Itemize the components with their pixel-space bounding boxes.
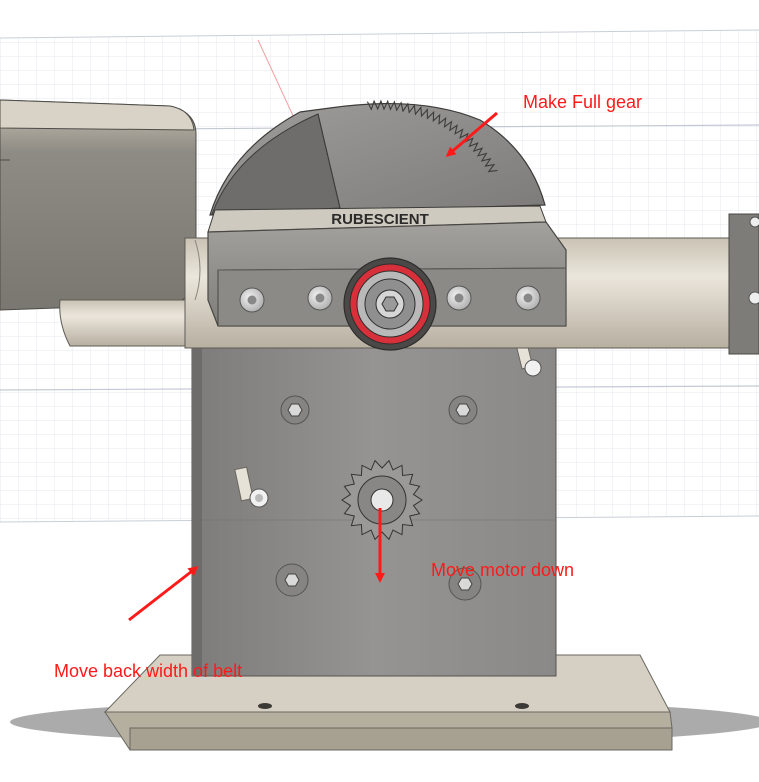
annotation-motor-down: Move motor down — [431, 560, 575, 580]
pinion-gear-icon[interactable] — [341, 459, 423, 541]
bolt-head-icon — [448, 567, 482, 601]
bolt-head-icon — [307, 285, 333, 311]
sector-gear[interactable] — [209, 99, 546, 216]
bolt-head-icon — [515, 285, 541, 311]
annotation-back-belt: Move back width of belt — [54, 661, 243, 681]
body-bolts — [275, 395, 482, 601]
bolt-head-icon — [280, 395, 310, 425]
base-hole — [258, 703, 272, 709]
standoff-pin-left — [234, 466, 269, 508]
bearing-icon[interactable] — [343, 257, 437, 351]
standoff-pin-right — [515, 342, 542, 377]
bolt-head-icon — [239, 287, 265, 313]
block-bolts — [239, 285, 541, 313]
left-drum[interactable] — [0, 99, 197, 311]
base-hole — [515, 703, 529, 709]
bolt-head-icon — [448, 395, 478, 425]
bolt-head-icon — [275, 563, 309, 597]
red-arrow-icon — [128, 566, 199, 622]
svg-text:RUBESCIENT: RUBESCIENT — [331, 211, 429, 228]
bolt-head-icon — [446, 285, 472, 311]
red-arrow-icon — [445, 111, 498, 157]
annotation-full-gear: Make Full gear — [523, 92, 643, 112]
